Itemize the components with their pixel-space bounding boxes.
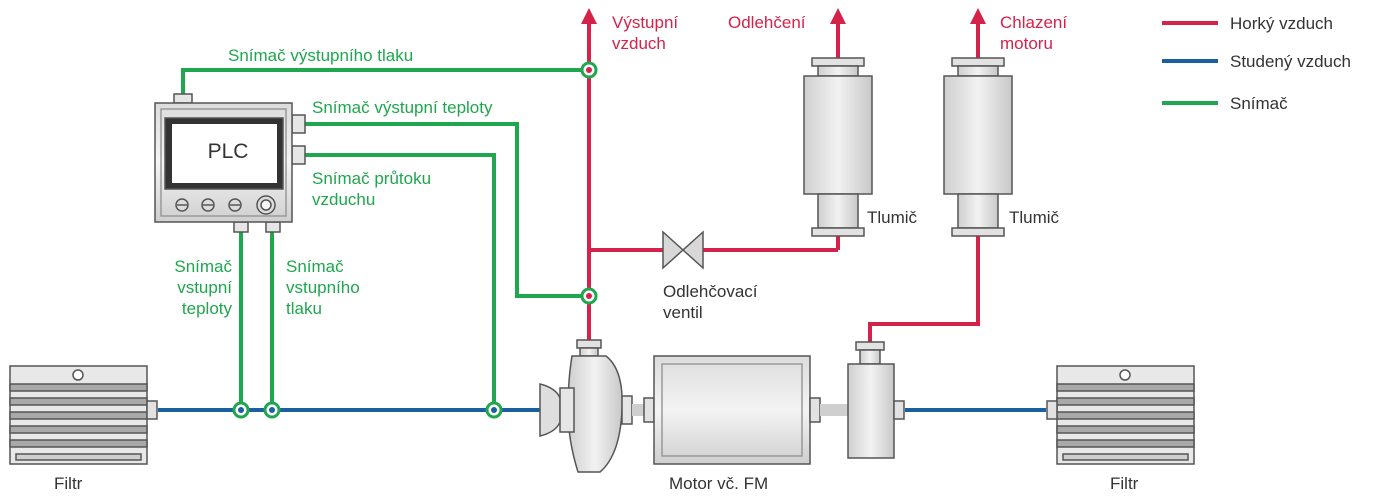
motor-cooling-label: Chlazení motoru — [1000, 13, 1068, 53]
muffler-2-label: Tlumič — [1009, 208, 1060, 227]
legend-cold-air: Studený vzduch — [1230, 52, 1351, 71]
sensor-out-temp-label: Snímač výstupní teploty — [312, 98, 493, 117]
hot-air-lines — [587, 22, 980, 342]
blower — [539, 339, 644, 473]
muffler-1 — [803, 57, 873, 237]
muffler-2 — [943, 57, 1013, 237]
plc-unit — [154, 93, 306, 233]
sensor-flow-label: Snímač průtoku vzduchu — [312, 169, 432, 209]
plc-label: PLC — [207, 140, 249, 163]
sensor-in-temp-label: Snímač vstupní teploty — [174, 257, 232, 318]
sensor-in-pressure-label: Snímač vstupního tlaku — [286, 257, 360, 318]
sensor-junctions — [232, 61, 598, 419]
outlet-arrows — [581, 8, 986, 24]
filter-right-label: Filtr — [1110, 474, 1139, 493]
sensor-out-pressure-label: Snímač výstupního tlaku — [228, 46, 414, 65]
output-air-label: Výstupní vzduch — [612, 13, 679, 53]
filter-left-label: Filtr — [54, 474, 83, 493]
muffler-1-label: Tlumič — [867, 208, 918, 227]
motor-label: Motor vč. FM — [669, 474, 769, 493]
motor — [643, 355, 848, 465]
relief-valve — [662, 230, 704, 270]
legend-sensor: Snímač — [1230, 94, 1288, 113]
cooling-fan-unit — [847, 341, 905, 459]
relief-output-label: Odlehčení — [728, 13, 806, 32]
legend-hot-air: Horký vzduch — [1230, 14, 1333, 33]
filter-left — [9, 365, 158, 465]
sensor-lines — [181, 68, 589, 410]
relief-valve-label: Odlehčovací ventil — [663, 282, 758, 322]
filter-right — [1046, 365, 1195, 465]
legend — [1162, 21, 1218, 105]
